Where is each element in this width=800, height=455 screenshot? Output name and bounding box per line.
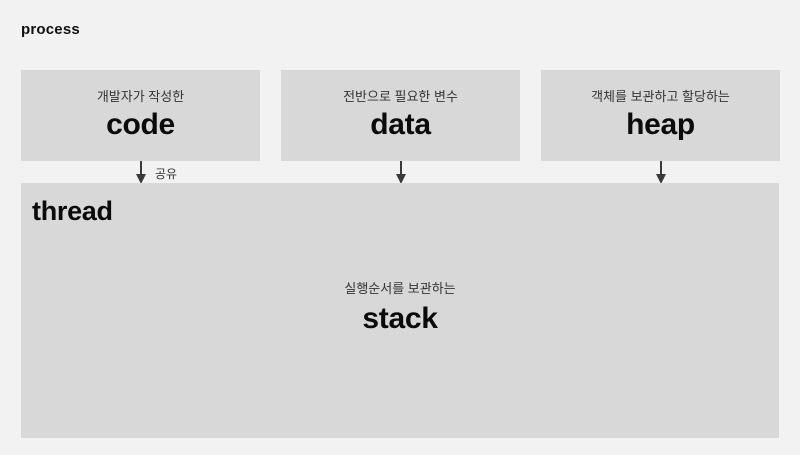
segment-caption: 전반으로 필요한 변수: [343, 89, 458, 104]
segment-caption: 객체를 보관하고 할당하는: [591, 89, 730, 104]
arrow-down-icon: [396, 161, 406, 184]
arrow-down-icon: [656, 161, 666, 184]
stack-caption: 실행순서를 보관하는: [344, 281, 456, 296]
segment-caption: 개발자가 작성한: [96, 89, 185, 104]
segment-box-data: 전반으로 필요한 변수 data: [281, 70, 520, 161]
segment-box-heap: 객체를 보관하고 할당하는 heap: [541, 70, 780, 161]
thread-box: thread 실행순서를 보관하는 stack: [21, 183, 779, 438]
stack-group: 실행순서를 보관하는 stack: [21, 280, 779, 337]
thread-label: thread: [32, 196, 113, 226]
segment-box-code: 개발자가 작성한 code: [21, 70, 260, 161]
arrow-down-icon: [136, 161, 146, 184]
segment-name: heap: [626, 108, 695, 141]
page-title: process: [21, 21, 80, 38]
segment-name: code: [106, 108, 175, 141]
stack-name: stack: [362, 302, 438, 335]
arrow-label-share: 공유: [155, 167, 178, 181]
segment-name: data: [370, 108, 431, 141]
